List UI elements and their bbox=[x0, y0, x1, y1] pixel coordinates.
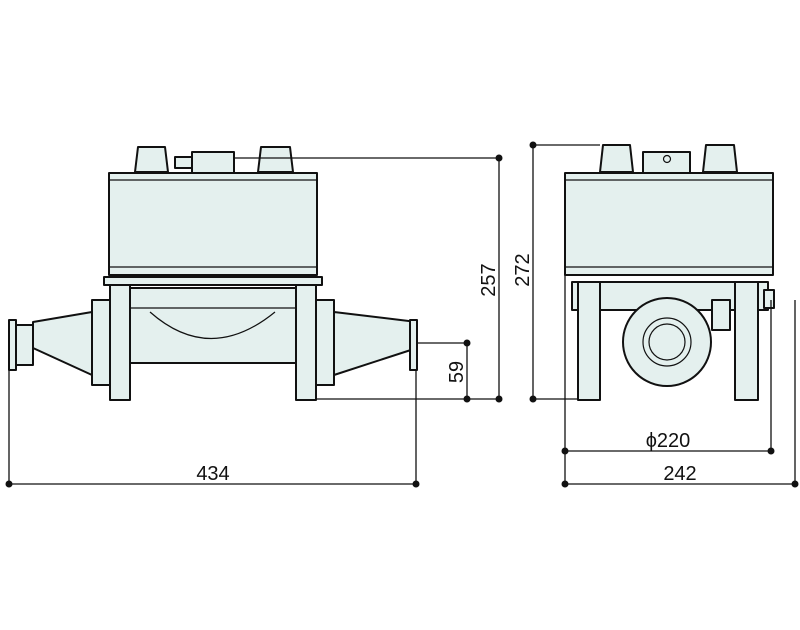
front-post-right bbox=[734, 281, 759, 401]
base-plate bbox=[103, 276, 323, 286]
connector-box bbox=[191, 151, 235, 174]
right-end-flange bbox=[409, 319, 418, 371]
left-end-flange bbox=[8, 319, 17, 371]
right-flange bbox=[315, 299, 335, 386]
dim-pipe-center: 59 bbox=[446, 361, 468, 383]
main-housing bbox=[108, 172, 318, 276]
post-right bbox=[295, 284, 317, 401]
front-post-left bbox=[577, 281, 601, 401]
dim-length: 434 bbox=[196, 463, 229, 485]
dim-width: 242 bbox=[663, 463, 696, 485]
dimension-lines bbox=[5, 141, 799, 488]
front-view bbox=[564, 144, 775, 401]
side-view bbox=[8, 146, 418, 401]
dim-diameter: ϕ220 bbox=[646, 430, 691, 452]
clamp-ring bbox=[622, 297, 712, 387]
cap-left bbox=[134, 146, 169, 173]
right-reducer bbox=[333, 311, 418, 376]
dim-height-side: 257 bbox=[478, 263, 500, 296]
left-reducer bbox=[32, 311, 93, 376]
left-flange bbox=[91, 299, 111, 386]
pipe-body bbox=[127, 287, 299, 364]
dim-height-front: 272 bbox=[512, 253, 534, 286]
post-left bbox=[109, 284, 131, 401]
cap-right bbox=[257, 146, 294, 173]
connector-stub bbox=[174, 156, 193, 169]
front-housing bbox=[564, 172, 774, 276]
